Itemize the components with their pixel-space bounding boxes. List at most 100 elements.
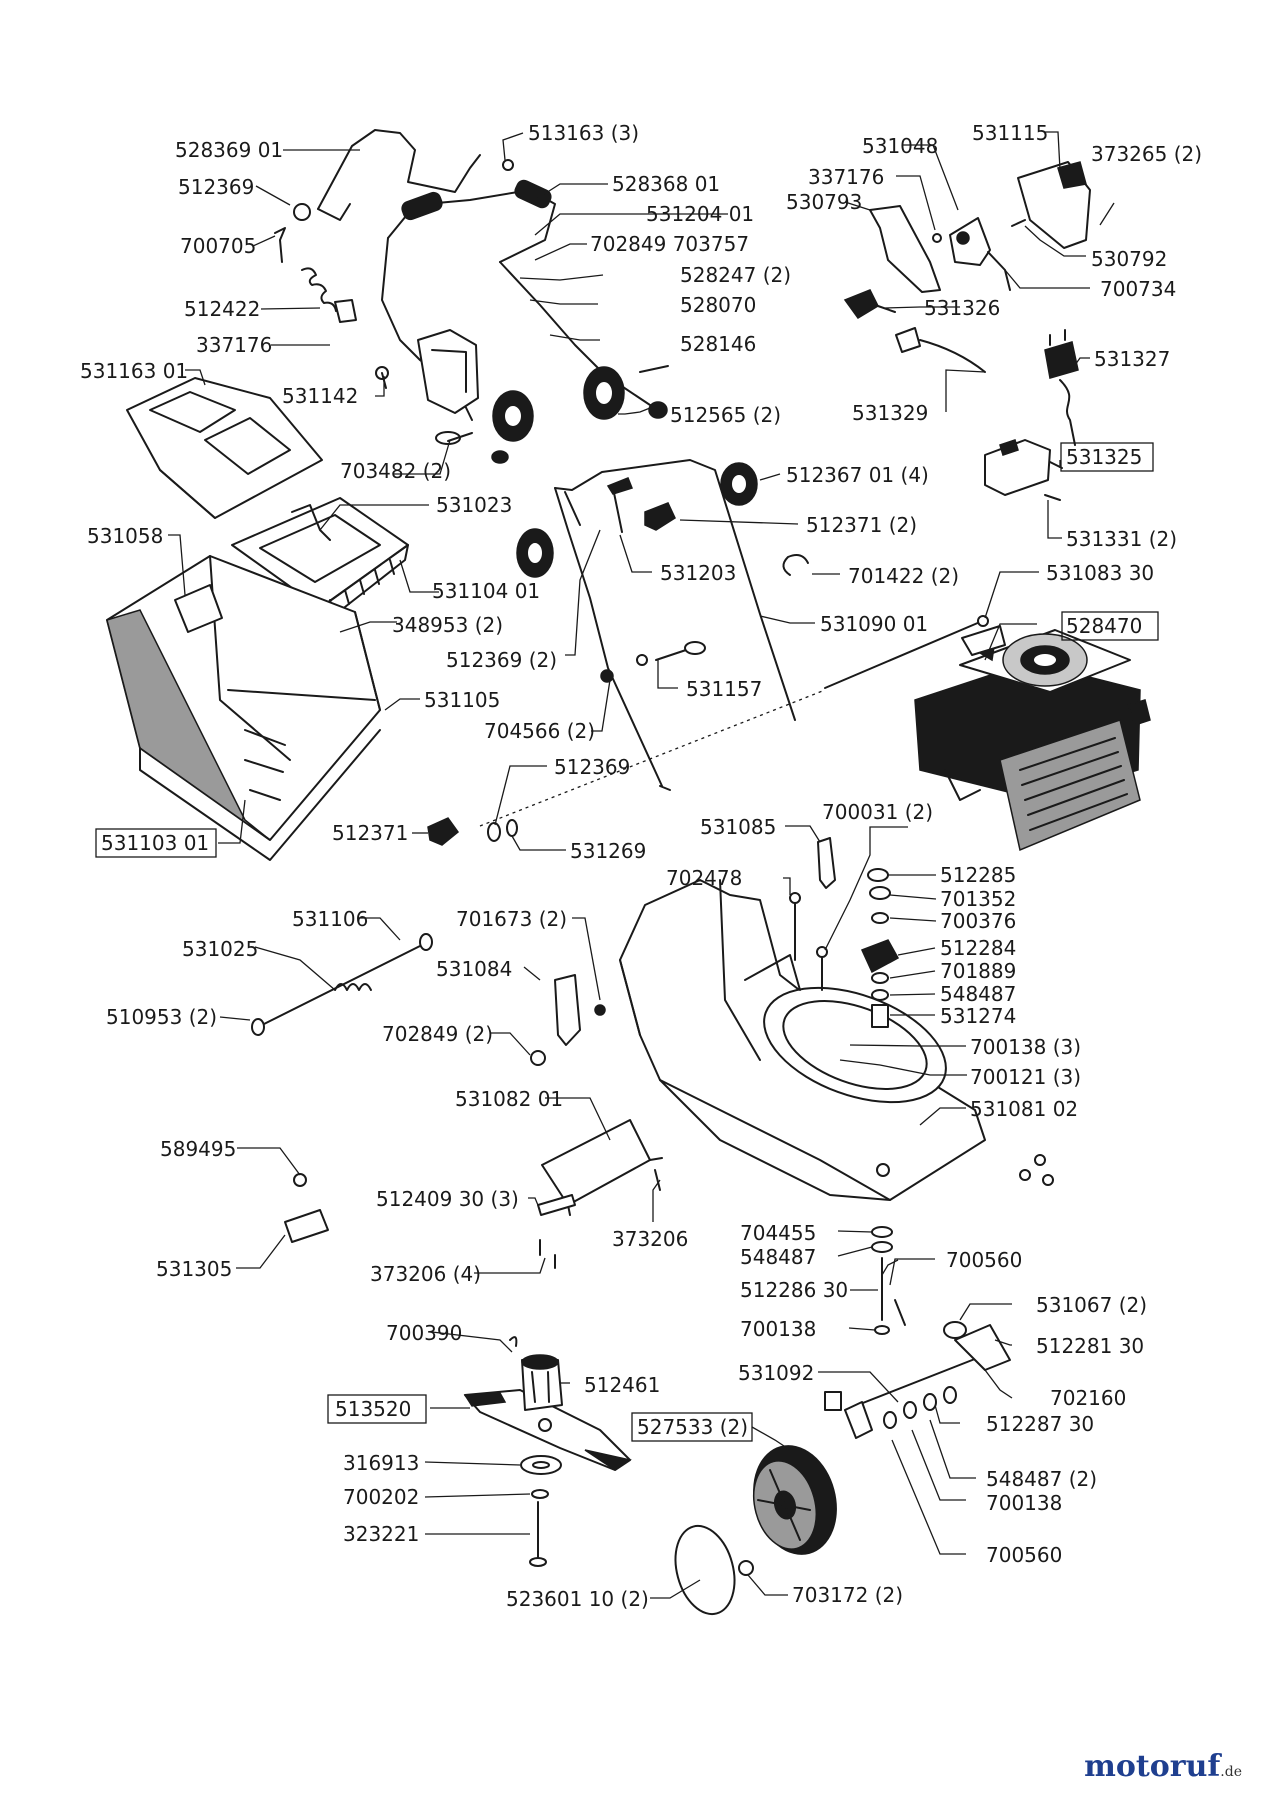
part-label: 337176 (808, 165, 884, 189)
part-label: 348953 (2) (392, 613, 503, 637)
part-label: 703482 (2) (340, 459, 451, 483)
part-label: 512285 (940, 863, 1016, 887)
part-label: 531084 (436, 957, 512, 981)
part-label: 548487 (940, 982, 1016, 1006)
part-label: 512371 (332, 821, 408, 845)
part-label: 512369 (2) (446, 648, 557, 672)
part-label: 531104 01 (432, 579, 540, 603)
part-label: 704455 (740, 1221, 816, 1245)
part-label: 700138 (986, 1491, 1062, 1515)
part-label: 702478 (666, 866, 742, 890)
part-label: 704566 (2) (484, 719, 595, 743)
part-label: 528368 01 (612, 172, 720, 196)
part-label: 531331 (2) (1066, 527, 1177, 551)
part-label: 531067 (2) (1036, 1293, 1147, 1317)
part-label: 530793 (786, 190, 862, 214)
label-boxes (95, 442, 1159, 1442)
part-label: 531023 (436, 493, 512, 517)
part-label: 531274 (940, 1004, 1016, 1028)
part-label: 512371 (2) (806, 513, 917, 537)
part-label: 548487 (740, 1245, 816, 1269)
part-label: 700031 (2) (822, 800, 933, 824)
battery-part (984, 439, 1051, 496)
part-label: 531082 01 (455, 1087, 563, 1111)
part-label: 531204 01 (646, 202, 754, 226)
upper-handle-bar-part (317, 129, 481, 210)
part-label: 702849 (2) (382, 1022, 493, 1046)
part-label: 531048 (862, 134, 938, 158)
part-label: 702849 703757 (590, 232, 749, 256)
hubcap-part (674, 1524, 736, 1616)
part-label: 531090 01 (820, 612, 928, 636)
part-label: 512409 30 (3) (376, 1187, 519, 1211)
part-label: 531327 (1094, 347, 1170, 371)
part-label: 513163 (3) (528, 121, 639, 145)
part-number-labels: 528369 01 513163 (3) 512369 528368 01 53… (80, 121, 1202, 1611)
knob-part (860, 939, 900, 974)
part-label: 528070 (680, 293, 756, 317)
part-label: 323221 (343, 1522, 419, 1546)
part-label: 531105 (424, 688, 500, 712)
part-label: 513520 (335, 1397, 411, 1421)
part-label: 523601 10 (2) (506, 1587, 649, 1611)
part-label: 531203 (660, 561, 736, 585)
height-adjust-axle-part (844, 1354, 986, 1411)
part-label: 531103 01 (101, 831, 209, 855)
part-label: 512422 (184, 297, 260, 321)
part-label: 510953 (2) (106, 1005, 217, 1029)
part-label: 531157 (686, 677, 762, 701)
part-label: 531058 (87, 524, 163, 548)
part-label: 701673 (2) (456, 907, 567, 931)
part-label: 528146 (680, 332, 756, 356)
part-label: 531305 (156, 1257, 232, 1281)
bolt-part (274, 227, 286, 263)
part-label: 531326 (924, 296, 1000, 320)
part-label: 512369 (554, 755, 630, 779)
part-label: 531329 (852, 401, 928, 425)
part-label: 373206 (612, 1227, 688, 1251)
spring-part (301, 267, 337, 312)
part-label: 527533 (2) (637, 1415, 748, 1439)
leader-lines (168, 131, 1115, 1599)
control-box-part (417, 329, 479, 414)
part-label: 531025 (182, 937, 258, 961)
mower-deck-part (619, 879, 986, 1201)
part-label: 531081 02 (970, 1097, 1078, 1121)
part-label: 528470 (1066, 614, 1142, 638)
star-knob-part (644, 502, 676, 531)
star-knob-part-2 (427, 817, 460, 846)
part-label: 701352 (940, 887, 1016, 911)
cable-holder-part (949, 217, 991, 266)
part-label: 512461 (584, 1373, 660, 1397)
wheel-part (753, 1445, 837, 1555)
part-label: 700734 (1100, 277, 1176, 301)
part-label: 373265 (2) (1091, 142, 1202, 166)
part-label: 531115 (972, 121, 1048, 145)
part-label: 700202 (343, 1485, 419, 1509)
part-label: 530792 (1091, 247, 1167, 271)
part-label: 700138 (3) (970, 1035, 1081, 1059)
part-label: 700560 (946, 1248, 1022, 1272)
part-label: 531083 30 (1046, 561, 1154, 585)
part-label: 700376 (940, 909, 1016, 933)
part-label: 700705 (180, 234, 256, 258)
part-label: 512369 (178, 175, 254, 199)
site-watermark-logo: motoruf.de (1084, 1749, 1242, 1784)
part-label: 512565 (2) (670, 403, 781, 427)
part-label: 373206 (4) (370, 1262, 481, 1286)
part-label: 531085 (700, 815, 776, 839)
part-label: 531163 01 (80, 359, 188, 383)
part-label: 531269 (570, 839, 646, 863)
part-label: 512286 30 (740, 1278, 848, 1302)
engine-part (914, 625, 1151, 852)
part-label: 528369 01 (175, 138, 283, 162)
switch-part (843, 289, 879, 319)
part-label: 702160 (1050, 1386, 1126, 1410)
part-label: 512367 01 (4) (786, 463, 929, 487)
part-label: 531142 (282, 384, 358, 408)
part-label: 703172 (2) (792, 1583, 903, 1607)
charger-part (1044, 341, 1079, 379)
part-label: 316913 (343, 1451, 419, 1475)
part-label: 528247 (2) (680, 263, 791, 287)
